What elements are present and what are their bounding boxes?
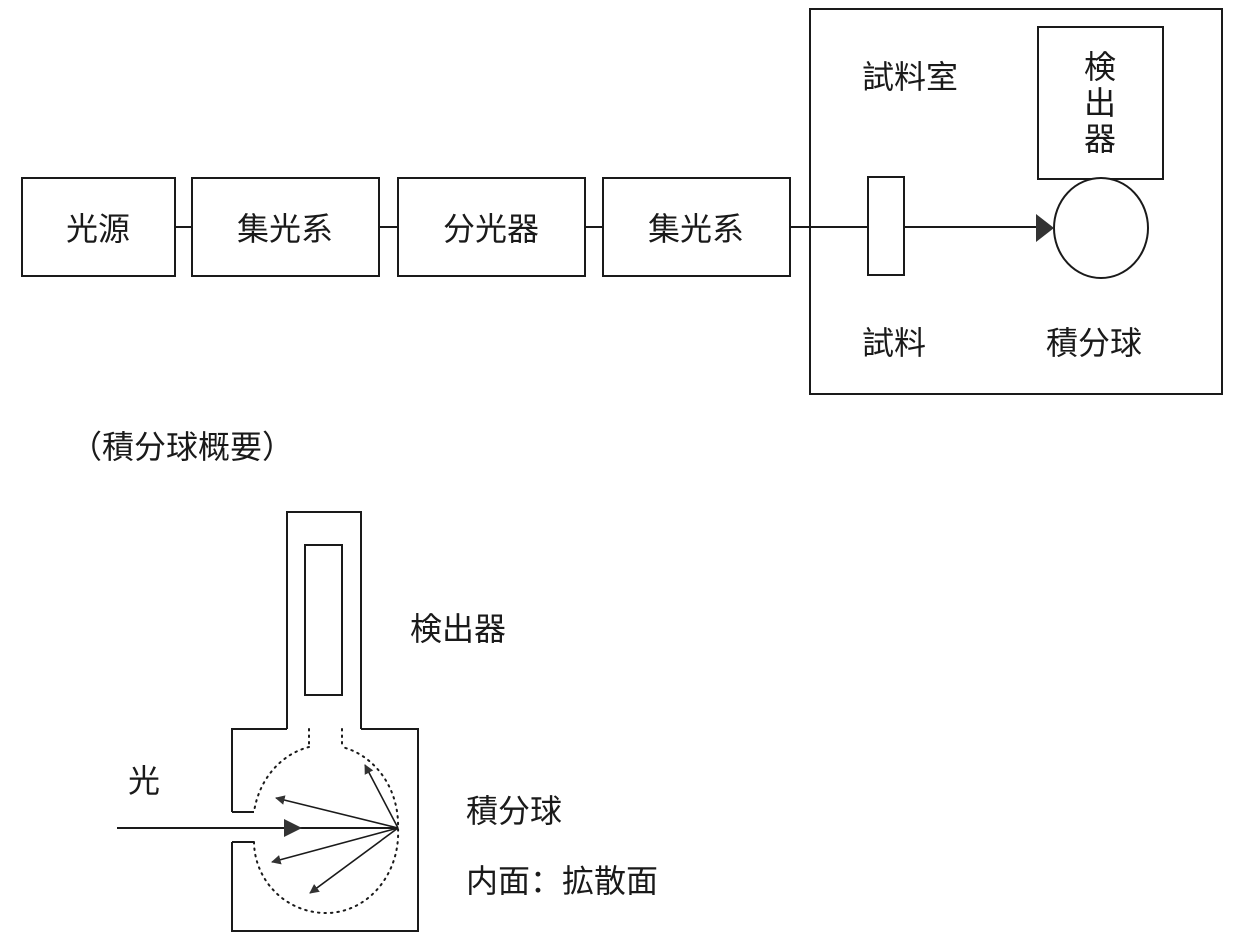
detector-element [304, 544, 343, 696]
block-condenser-2-label: 集光系 [648, 210, 744, 248]
reflected-ray [271, 827, 399, 865]
block-condenser-1-label: 集光系 [237, 210, 333, 248]
detector-label-line-2: 出 [1084, 84, 1116, 122]
ray-arrow-icon [284, 819, 302, 837]
block-light-source: 光源 [21, 177, 176, 277]
light-label: 光 [128, 762, 160, 800]
detector-label-line-1: 検 [1084, 48, 1116, 86]
detector-label-line-3: 器 [1084, 120, 1116, 158]
reflected-ray [275, 795, 399, 829]
sample-label: 試料 [862, 324, 926, 362]
block-monochromator: 分光器 [397, 177, 586, 277]
sphere-housing [231, 728, 419, 932]
detector-label: 検出器 [410, 610, 506, 648]
sample-cuvette [867, 176, 905, 276]
reflected-ray [364, 764, 399, 829]
integrating-sphere-overview-caption: （積分球概要） [70, 428, 294, 466]
block-light-source-label: 光源 [66, 210, 130, 248]
sample-chamber: 試料室 検 出 器 試料 積分球 [809, 8, 1223, 395]
reflected-ray [309, 827, 399, 894]
optical-path-diagram: 光源 集光系 分光器 集光系 試料室 検 出 [21, 8, 1223, 395]
sample-chamber-label: 試料室 [862, 58, 958, 96]
detector-box: 検 出 器 [1037, 26, 1164, 180]
detector-housing [286, 511, 362, 729]
beam-arrow-icon [1036, 214, 1054, 242]
block-condenser-2: 集光系 [602, 177, 791, 277]
sphere-inner-wall [253, 746, 400, 915]
sphere-label: 積分球 [466, 792, 562, 830]
integrating-sphere-detail: 検出器 光 積分球 内面：拡散面 [117, 511, 658, 932]
integrating-sphere-label: 積分球 [1046, 324, 1142, 362]
integrating-sphere-circle [1053, 177, 1149, 279]
block-condenser-1: 集光系 [191, 177, 380, 277]
block-monochromator-label: 分光器 [443, 210, 539, 248]
inner-surface-label: 内面：拡散面 [466, 862, 658, 900]
